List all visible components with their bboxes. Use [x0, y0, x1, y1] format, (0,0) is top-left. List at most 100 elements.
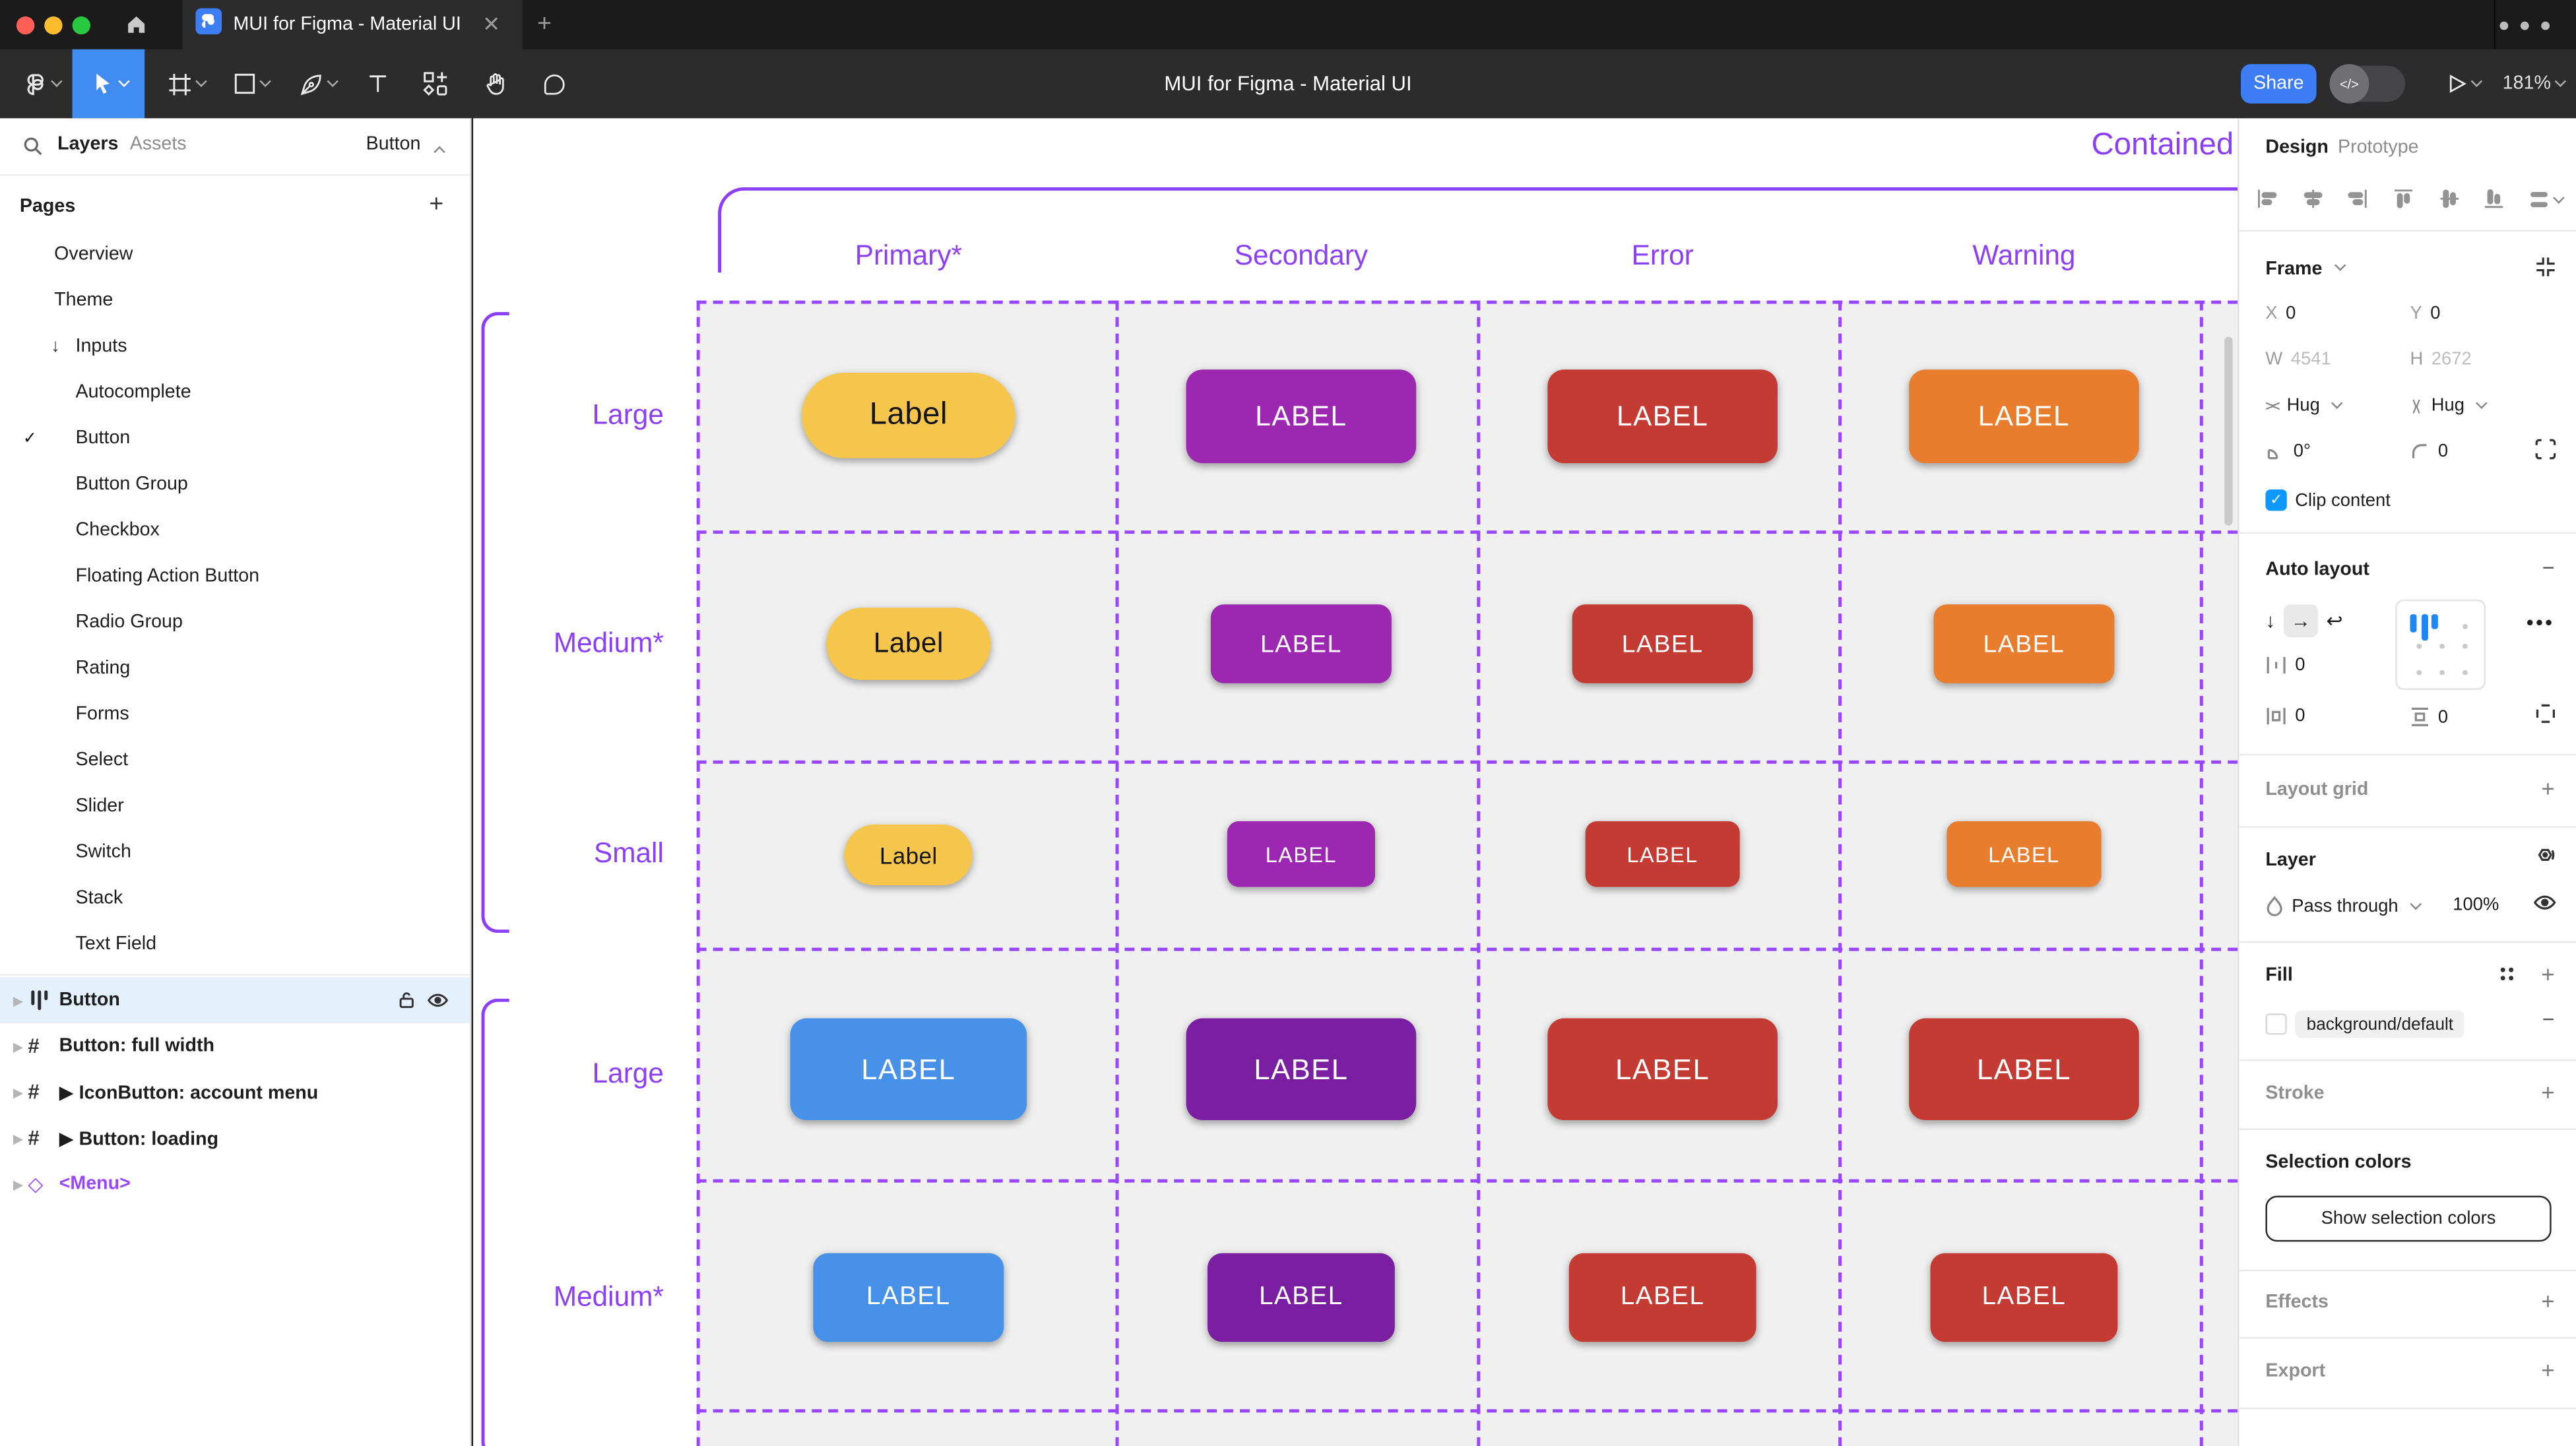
button-large-warning[interactable]: LABEL: [1909, 369, 2139, 464]
layer-section-header[interactable]: Layer: [2265, 850, 2316, 871]
page-item-stack[interactable]: Stack: [75, 888, 123, 908]
dev-mode-toggle[interactable]: </>: [2329, 64, 2406, 104]
button-medium-primary[interactable]: Label: [826, 608, 991, 680]
export-section-header[interactable]: Export: [2265, 1362, 2326, 1381]
zoom-menu[interactable]: 181%: [2500, 49, 2566, 119]
page-item-floating-action-button[interactable]: Floating Action Button: [75, 566, 260, 586]
corner-radius-field[interactable]: 0: [2410, 442, 2448, 462]
button-large-error-3[interactable]: LABEL: [1909, 1018, 2139, 1121]
page-item-checkbox[interactable]: Checkbox: [75, 520, 160, 541]
distribute-menu-icon[interactable]: [2528, 188, 2565, 209]
layer-row-button[interactable]: ▶ Button: [0, 977, 470, 1024]
vertical-padding-field[interactable]: 0: [2410, 707, 2448, 728]
canvas-scrollbar[interactable]: [2224, 336, 2233, 526]
button-medium-deep-purple[interactable]: LABEL: [1208, 1253, 1395, 1342]
remove-auto-layout-button[interactable]: −: [2542, 555, 2555, 580]
page-item-forms[interactable]: Forms: [75, 705, 129, 725]
align-vertical-center-icon[interactable]: [2437, 187, 2461, 210]
auto-layout-section-header[interactable]: Auto layout: [2265, 560, 2369, 580]
rotation-field[interactable]: 0°: [2265, 442, 2311, 462]
direction-down-button[interactable]: ↓: [2265, 609, 2276, 633]
button-medium-blue[interactable]: LABEL: [813, 1253, 1004, 1342]
row-label-large-2[interactable]: Large: [592, 1057, 664, 1089]
zoom-window-button[interactable]: [72, 15, 90, 34]
fill-color-swatch[interactable]: [2265, 1013, 2287, 1035]
horizontal-sizing-dropdown[interactable]: ><Hug: [2265, 396, 2343, 416]
fill-section-header[interactable]: Fill: [2265, 966, 2293, 986]
page-item-switch[interactable]: Switch: [75, 842, 131, 863]
align-horizontal-center-icon[interactable]: [2301, 187, 2324, 210]
eye-icon[interactable]: [427, 990, 449, 1015]
layer-row-menu-instance[interactable]: ▶ ◇ <Menu>: [13, 1172, 131, 1196]
horizontal-padding-field[interactable]: 0: [2265, 707, 2305, 726]
button-large-error[interactable]: LABEL: [1547, 369, 1778, 464]
individual-padding-icon[interactable]: [2535, 703, 2556, 730]
minimize-window-button[interactable]: [44, 15, 63, 34]
column-header-error[interactable]: Error: [1631, 239, 1694, 271]
clip-content-row[interactable]: ✓ Clip content: [2265, 489, 2391, 511]
column-header-warning[interactable]: Warning: [1972, 239, 2076, 271]
unlock-icon[interactable]: [398, 990, 416, 1015]
button-large-blue[interactable]: LABEL: [790, 1018, 1027, 1121]
row-label-large[interactable]: Large: [592, 399, 664, 431]
search-icon[interactable]: [23, 137, 43, 161]
page-item-button[interactable]: ✓Button: [22, 428, 131, 449]
page-item-rating[interactable]: Rating: [75, 658, 131, 679]
layout-grid-section-header[interactable]: Layout grid: [2265, 780, 2369, 800]
page-item-overview[interactable]: Overview: [54, 244, 133, 265]
page-item-autocomplete[interactable]: Autocomplete: [75, 383, 191, 403]
tab-layers[interactable]: Layers: [57, 135, 119, 155]
share-button[interactable]: Share: [2241, 64, 2317, 104]
gap-field[interactable]: 0: [2265, 655, 2305, 675]
effects-section-header[interactable]: Effects: [2265, 1292, 2329, 1313]
chevron-right-icon[interactable]: ▶: [13, 1131, 24, 1146]
layer-row-iconbutton-account-menu[interactable]: ▶ # ▶ IconButton: account menu: [13, 1081, 319, 1104]
stroke-section-header[interactable]: Stroke: [2265, 1084, 2325, 1104]
button-large-primary[interactable]: Label: [802, 373, 1015, 458]
canvas[interactable]: Contained Primary* Secondary Error Warni…: [473, 118, 2238, 1446]
move-tool-button[interactable]: [72, 49, 145, 119]
direction-right-button[interactable]: →: [2283, 604, 2319, 638]
button-large-secondary[interactable]: LABEL: [1186, 369, 1417, 464]
alignment-position-widget[interactable]: [2395, 599, 2486, 690]
button-small-warning[interactable]: LABEL: [1947, 821, 2102, 887]
layer-visibility-icon[interactable]: [2533, 892, 2556, 918]
page-item-text-field[interactable]: Text Field: [75, 934, 157, 955]
button-large-error-2[interactable]: LABEL: [1547, 1018, 1778, 1121]
align-right-icon[interactable]: [2346, 187, 2369, 210]
pen-tool-button[interactable]: [289, 49, 345, 119]
wrap-button[interactable]: ↩: [2326, 609, 2343, 633]
tab-design[interactable]: Design: [2265, 138, 2329, 158]
chevron-right-icon[interactable]: ▶: [13, 993, 24, 1008]
close-tab-icon[interactable]: ✕: [482, 11, 501, 36]
frame-tool-button[interactable]: [158, 49, 214, 119]
align-left-icon[interactable]: [2255, 187, 2278, 210]
page-selector[interactable]: Button: [366, 135, 421, 155]
button-small-error[interactable]: LABEL: [1585, 821, 1740, 887]
button-small-secondary[interactable]: LABEL: [1227, 821, 1375, 887]
text-tool-button[interactable]: [358, 49, 398, 119]
column-header-secondary[interactable]: Secondary: [1234, 239, 1368, 271]
present-button[interactable]: [2438, 49, 2488, 119]
tab-assets[interactable]: Assets: [129, 135, 187, 155]
home-icon[interactable]: [125, 13, 148, 44]
shape-tool-button[interactable]: [224, 49, 280, 119]
hand-tool-button[interactable]: [470, 49, 519, 119]
align-top-icon[interactable]: [2392, 187, 2415, 210]
vertical-sizing-dropdown[interactable]: ><Hug: [2408, 396, 2488, 416]
opacity-field[interactable]: 100%: [2453, 895, 2499, 915]
page-item-theme[interactable]: Theme: [54, 290, 113, 311]
add-stroke-button[interactable]: +: [2541, 1079, 2555, 1106]
button-medium-error-2[interactable]: LABEL: [1568, 1253, 1756, 1342]
new-tab-button[interactable]: +: [537, 9, 552, 38]
align-bottom-icon[interactable]: [2483, 187, 2506, 210]
chevron-right-icon[interactable]: ▶: [13, 1038, 24, 1054]
add-fill-button[interactable]: +: [2541, 960, 2555, 988]
auto-layout-more-icon[interactable]: •••: [2527, 611, 2555, 635]
chevron-right-icon[interactable]: ▶: [13, 1176, 24, 1192]
page-item-radio-group[interactable]: Radio Group: [75, 612, 183, 633]
main-menu-button[interactable]: [13, 49, 66, 119]
page-item-button-group[interactable]: Button Group: [75, 474, 188, 495]
button-medium-warning[interactable]: LABEL: [1933, 604, 2115, 683]
